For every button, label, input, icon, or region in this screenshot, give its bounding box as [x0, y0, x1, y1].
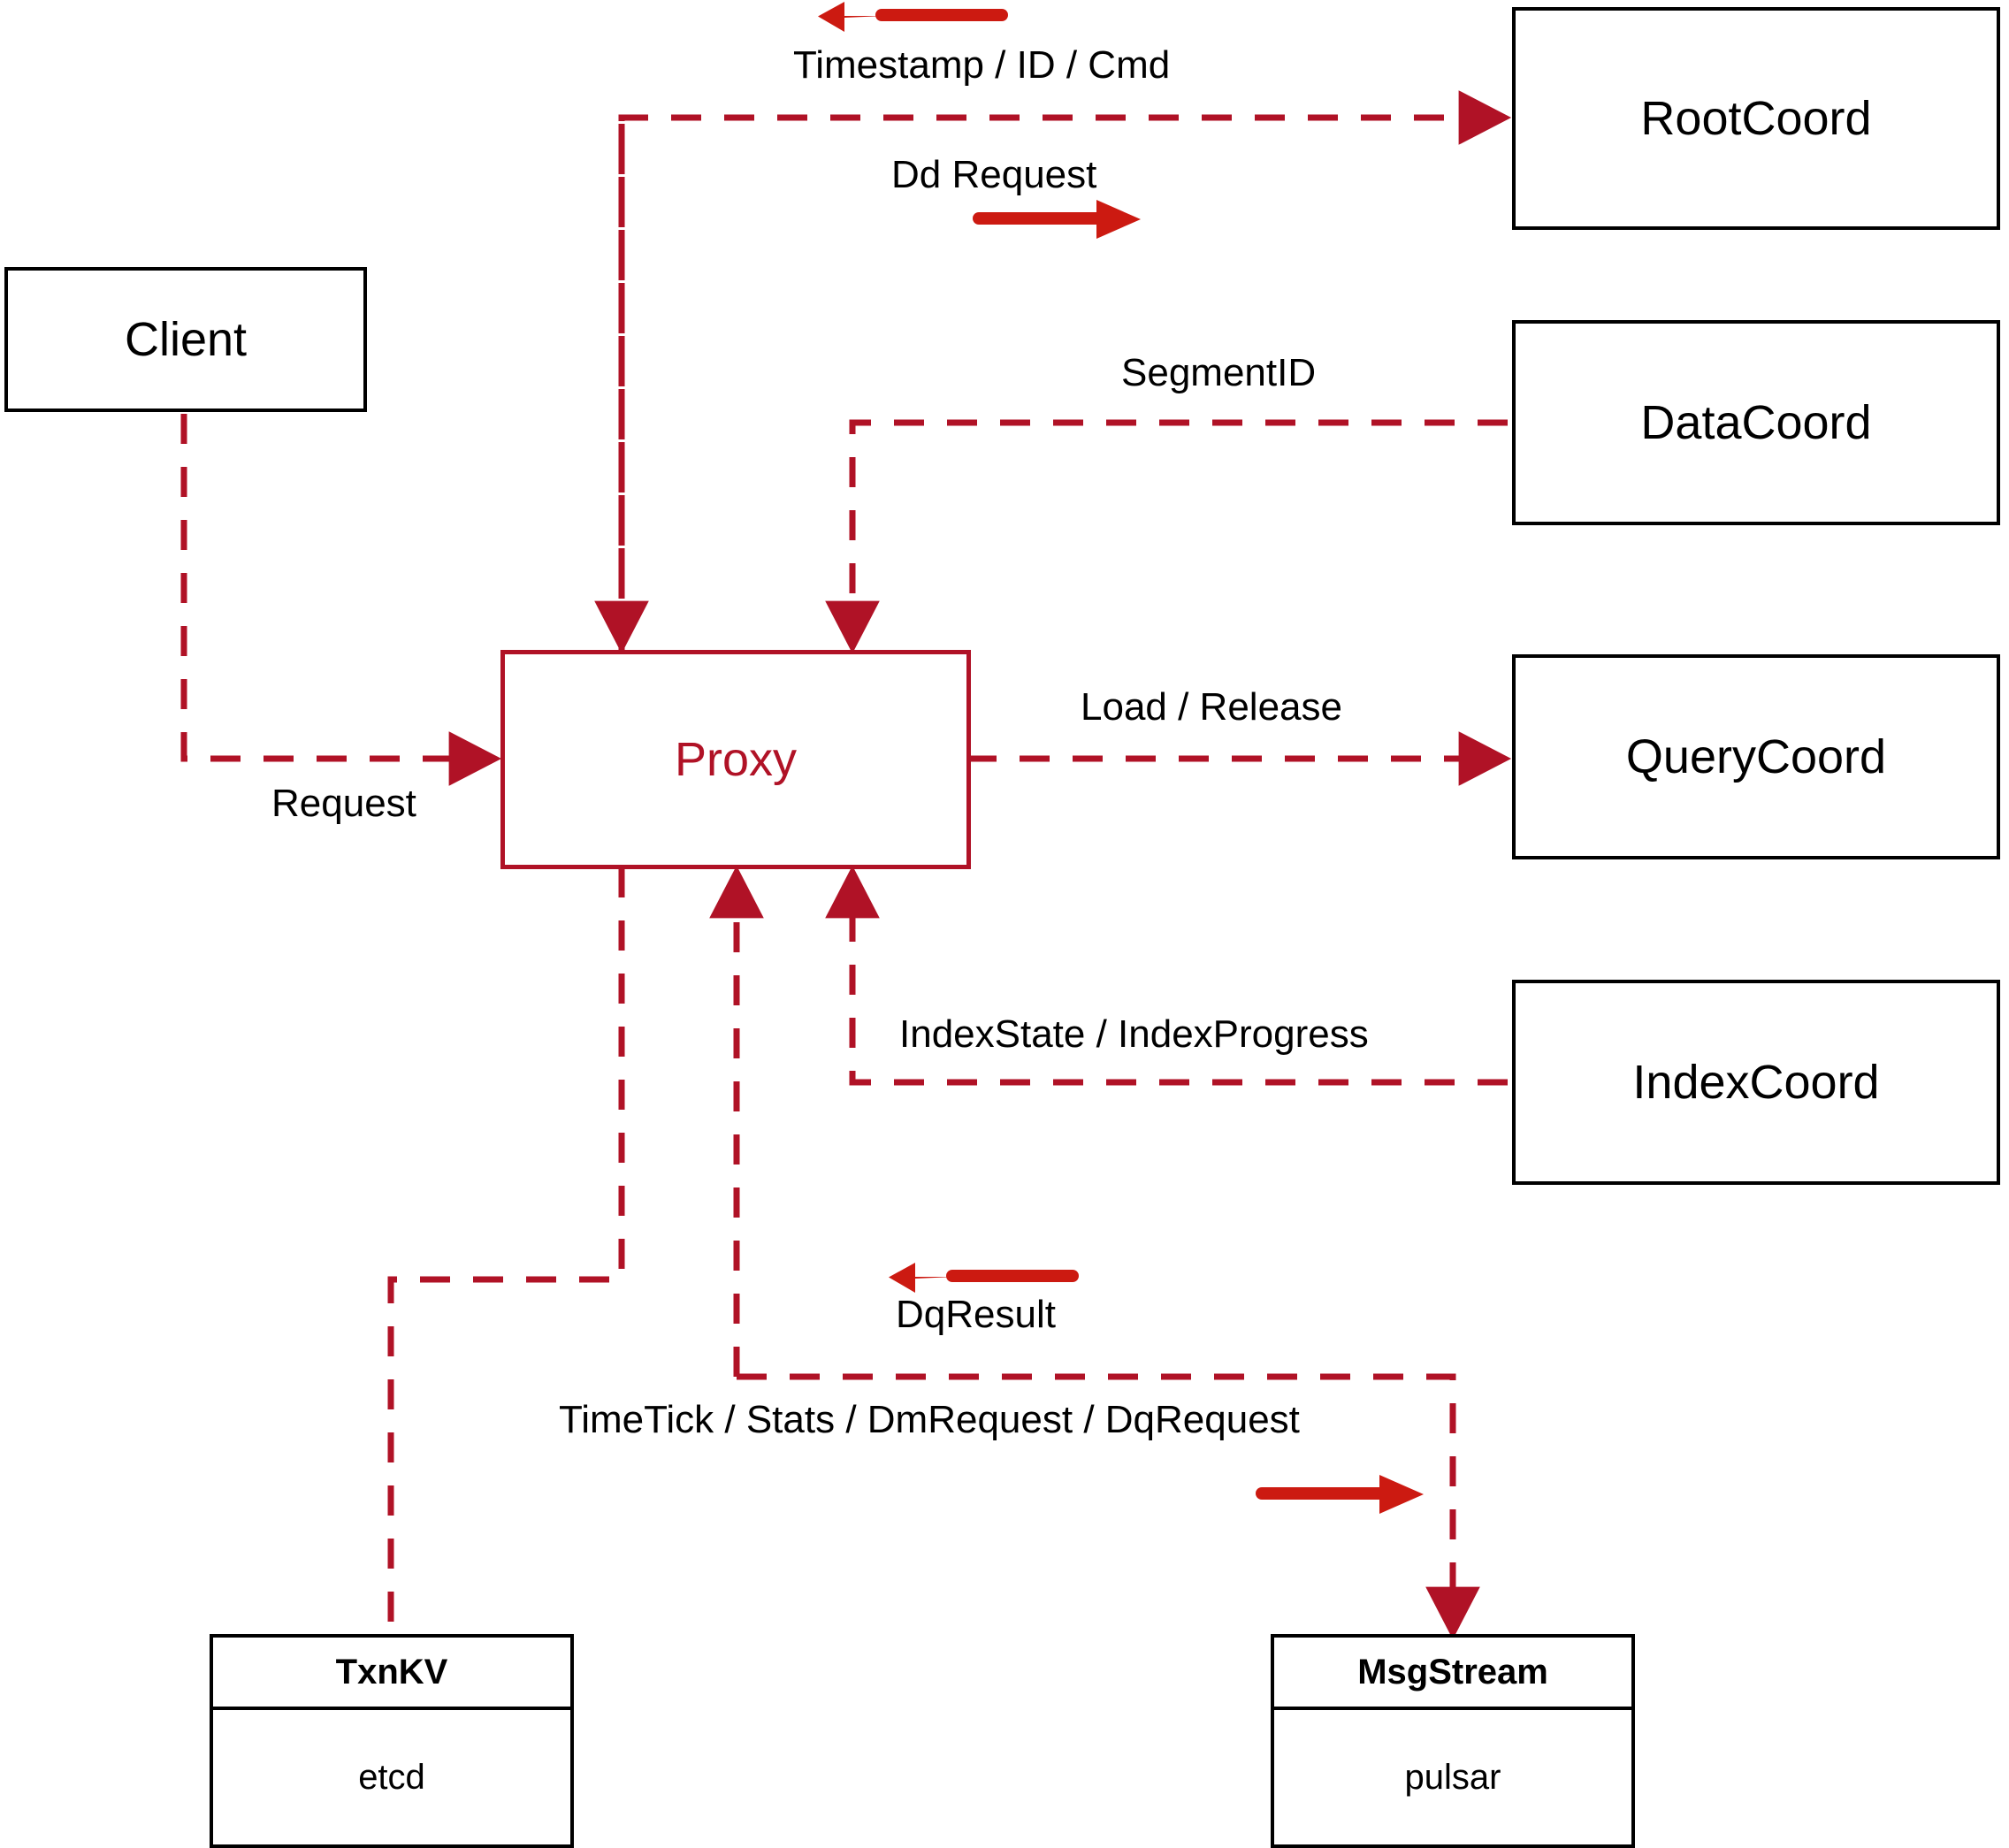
- node-datacoord[interactable]: DataCoord: [1512, 320, 2000, 525]
- edge-label-dq-result: DqResult: [896, 1293, 1056, 1336]
- edge-proxy-to-txnkv: [387, 867, 625, 1634]
- edge-datacoord-to-proxy: [825, 419, 1508, 654]
- edge-label-timetick-stats-dm-dq: TimeTick / Stats / DmRequest / DqRequest: [559, 1398, 1300, 1441]
- node-txnkv-body-label: etcd: [358, 1757, 425, 1797]
- edge-label-load-release: Load / Release: [1081, 685, 1342, 729]
- node-txnkv[interactable]: TxnKV etcd: [210, 1634, 574, 1848]
- edge-client-to-proxy: [180, 414, 502, 786]
- node-proxy[interactable]: Proxy: [500, 650, 971, 869]
- node-indexcoord[interactable]: IndexCoord: [1512, 980, 2000, 1185]
- node-proxy-label: Proxy: [674, 733, 798, 786]
- node-rootcoord[interactable]: RootCoord: [1512, 7, 2000, 230]
- edge-proxy-to-rootcoord: [618, 90, 1512, 652]
- node-txnkv-header-label: TxnKV: [335, 1652, 448, 1691]
- node-txnkv-body: etcd: [213, 1710, 570, 1844]
- edge-label-index-state-progress: IndexState / IndexProgress: [899, 1012, 1369, 1056]
- legend-arrow-right-timetick: [1256, 1475, 1424, 1514]
- node-msgstream[interactable]: MsgStream pulsar: [1271, 1634, 1635, 1848]
- edge-proxy-to-msgstream: [737, 1373, 1480, 1640]
- node-datacoord-label: DataCoord: [1640, 396, 1872, 449]
- node-querycoord-label: QueryCoord: [1625, 730, 1887, 783]
- edge-label-request: Request: [271, 782, 416, 825]
- edge-label-segment-id: SegmentID: [1121, 351, 1317, 394]
- node-msgstream-header: MsgStream: [1274, 1638, 1631, 1710]
- node-msgstream-body: pulsar: [1274, 1710, 1631, 1844]
- node-msgstream-body-label: pulsar: [1404, 1757, 1501, 1797]
- node-rootcoord-label: RootCoord: [1640, 92, 1872, 145]
- node-indexcoord-label: IndexCoord: [1632, 1056, 1880, 1109]
- node-client-label: Client: [124, 313, 248, 366]
- edge-label-timestamp-id-cmd: Timestamp / ID / Cmd: [793, 43, 1171, 87]
- legend-arrow-right-dd-request: [973, 200, 1141, 239]
- legend-arrow-left-top: [818, 2, 1008, 32]
- node-txnkv-header: TxnKV: [213, 1638, 570, 1710]
- node-querycoord[interactable]: QueryCoord: [1512, 654, 2000, 859]
- edge-label-dd-request: Dd Request: [891, 153, 1097, 196]
- edge-indexcoord-to-proxy: [825, 865, 1508, 1086]
- legend-arrow-left-dq-result: [889, 1263, 1079, 1293]
- node-msgstream-header-label: MsgStream: [1357, 1652, 1548, 1691]
- node-client[interactable]: Client: [4, 267, 367, 412]
